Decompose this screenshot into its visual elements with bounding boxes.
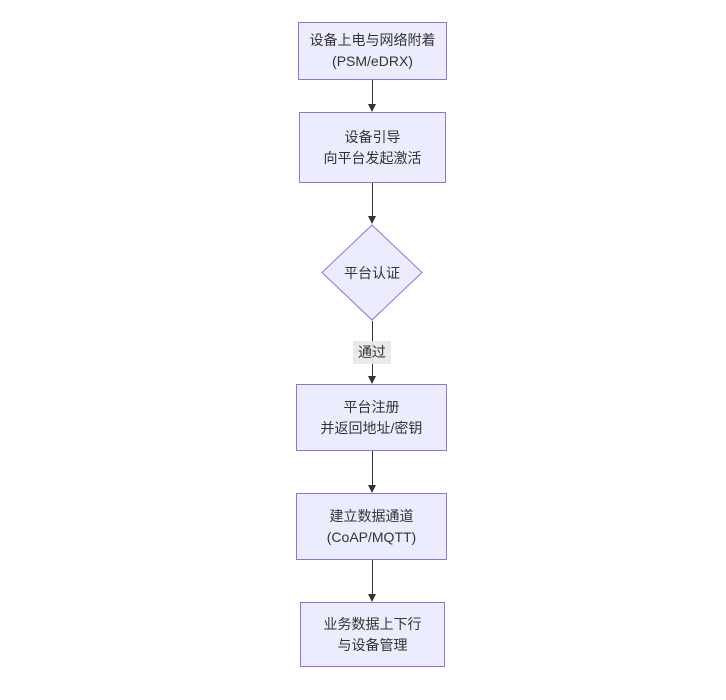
flow-arrow-d-e [368,451,377,493]
node-platform-register: 平台注册 并返回地址/密钥 [296,384,447,451]
arrowhead-down-icon [368,216,376,224]
arrow-shaft [372,451,373,486]
node-establish-data-channel: 建立数据通道 (CoAP/MQTT) [296,493,447,560]
edge-label-pass: 通过 [353,341,391,364]
diamond-shape [321,224,423,321]
arrow-shaft [372,183,373,217]
node-text-line: 与设备管理 [337,636,408,653]
arrow-shaft [372,560,373,595]
node-text-line: 业务数据上下行 [323,615,422,632]
node-text-line: 平台注册 [343,398,400,415]
flow-arrow-a-b [368,80,377,112]
node-text-line: 设备引导 [344,128,401,145]
arrowhead-down-icon [368,376,376,384]
flow-arrow-e-f [368,560,377,602]
node-text-line: 并返回地址/密钥 [320,419,423,436]
node-business-data-device-mgmt: 业务数据上下行 与设备管理 [300,602,445,667]
node-device-power-network-attach: 设备上电与网络附着 (PSM/eDRX) [298,22,447,80]
node-text-line: 向平台发起激活 [323,149,422,166]
arrow-shaft [372,80,373,105]
node-text-line: 建立数据通道 [329,507,414,524]
node-text-line: 平台认证 [344,264,400,281]
node-text-line: 设备上电与网络附着 [309,32,436,48]
node-device-bootstrap-activation: 设备引导 向平台发起激活 [299,112,446,183]
node-text-line: (PSM/eDRX) [332,53,413,69]
decision-platform-auth: 平台认证 [321,224,423,321]
arrowhead-down-icon [368,485,376,493]
node-text-line: (CoAP/MQTT) [326,528,417,545]
arrowhead-down-icon [368,104,376,112]
arrowhead-down-icon [368,594,376,602]
flow-arrow-b-c [368,183,377,224]
